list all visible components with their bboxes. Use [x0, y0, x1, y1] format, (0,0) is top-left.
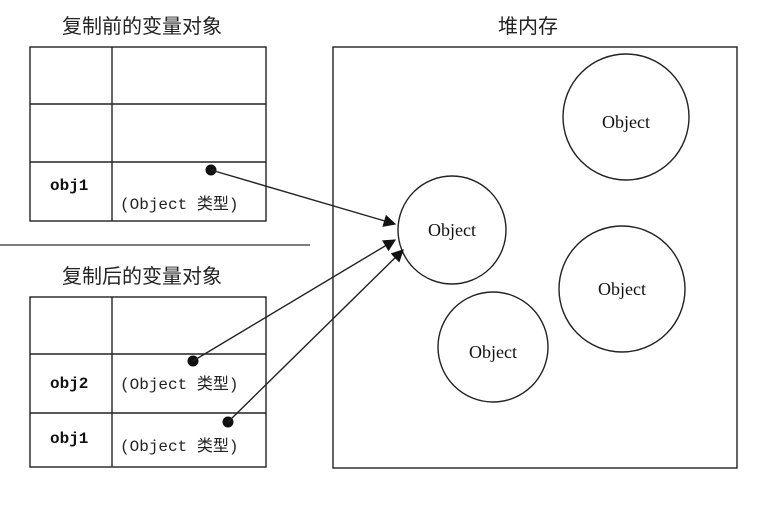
- heap-object-circle: [562, 53, 690, 181]
- heap-object-label: Object: [469, 342, 517, 362]
- after-variable-row: obj1 (Object 类型): [50, 416, 238, 456]
- before-obj1-pointer-arrow: [210, 169, 397, 227]
- heap-object-top-right: Object: [562, 53, 690, 181]
- heap-memory-title: 堆内存: [498, 15, 558, 38]
- after-row-variable-value: (Object 类型): [120, 437, 238, 456]
- after-table-frame: [29, 296, 267, 468]
- heap-object-referenced: Object: [397, 175, 507, 285]
- heap-object-bottom-middle: Object: [437, 291, 549, 403]
- after-row-variable-value: (Object 类型): [120, 375, 238, 394]
- obj2-pointer-arrow: [192, 239, 397, 362]
- heap-object-label: Object: [598, 279, 646, 299]
- after-copy-title: 复制后的变量对象: [62, 265, 222, 288]
- before-row-variable-value: (Object 类型): [120, 195, 238, 214]
- before-copy-panel: 复制前的变量对象 obj1 (Object 类型): [29, 15, 267, 222]
- heap-object-middle-right: Object: [558, 225, 686, 353]
- heap-object-circle: [437, 291, 549, 403]
- heap-object-circle: [397, 175, 507, 285]
- after-row-variable-name: obj1: [50, 430, 88, 448]
- after-copy-panel: 复制后的变量对象 obj2 (Object 类型) obj1 (Object 类…: [29, 265, 267, 468]
- before-table-frame: [29, 46, 267, 222]
- before-row-variable-name: obj1: [50, 177, 88, 195]
- before-variable-row: obj1 (Object 类型): [50, 164, 238, 214]
- after-variable-row: obj2 (Object 类型): [50, 355, 238, 394]
- heap-memory-panel: 堆内存 Object Object Object Object: [332, 15, 738, 469]
- heap-object-label: Object: [602, 112, 650, 132]
- after-obj1-pointer-arrow: [227, 249, 404, 423]
- heap-object-label: Object: [428, 220, 476, 240]
- after-row-variable-name: obj2: [50, 375, 88, 393]
- heap-object-circle: [558, 225, 686, 353]
- before-copy-title: 复制前的变量对象: [62, 15, 222, 38]
- heap-memory-frame: [332, 46, 738, 469]
